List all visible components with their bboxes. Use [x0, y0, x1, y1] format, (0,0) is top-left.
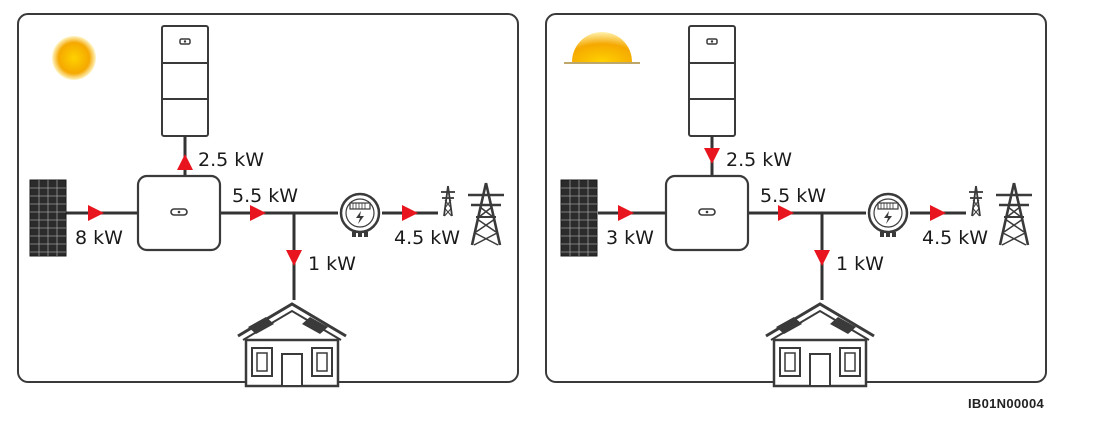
pv-flow-label: 8 kW [75, 227, 123, 249]
grid-flow-label: 4.5 kW [922, 227, 988, 249]
battery-flow-label: 2.5 kW [726, 149, 792, 171]
inverter-output-label: 5.5 kW [760, 185, 826, 207]
battery-icon [161, 25, 209, 137]
setting-sun-icon [564, 32, 640, 64]
grid-flow-label: 4.5 kW [394, 227, 460, 249]
panel-daytime: 2.5 kW 8 kW 5.5 kW 1 kW 4.5 kW [17, 13, 519, 388]
load-flow-label: 1 kW [308, 253, 356, 275]
panel-sunset: 2.5 kW 3 kW 5.5 kW 1 kW 4.5 kW [545, 13, 1047, 388]
full-sun-icon [52, 36, 96, 80]
figure-code: IB01N00004 [968, 396, 1044, 411]
solar-panel-icon [560, 179, 598, 257]
battery-flow-label: 2.5 kW [198, 149, 264, 171]
inverter-output-label: 5.5 kW [232, 185, 298, 207]
solar-panel-icon [29, 179, 67, 257]
inverter-icon [136, 174, 222, 252]
inverter-icon [664, 174, 750, 252]
battery-icon [688, 25, 736, 137]
pv-flow-label: 3 kW [606, 227, 654, 249]
load-flow-label: 1 kW [836, 253, 884, 275]
